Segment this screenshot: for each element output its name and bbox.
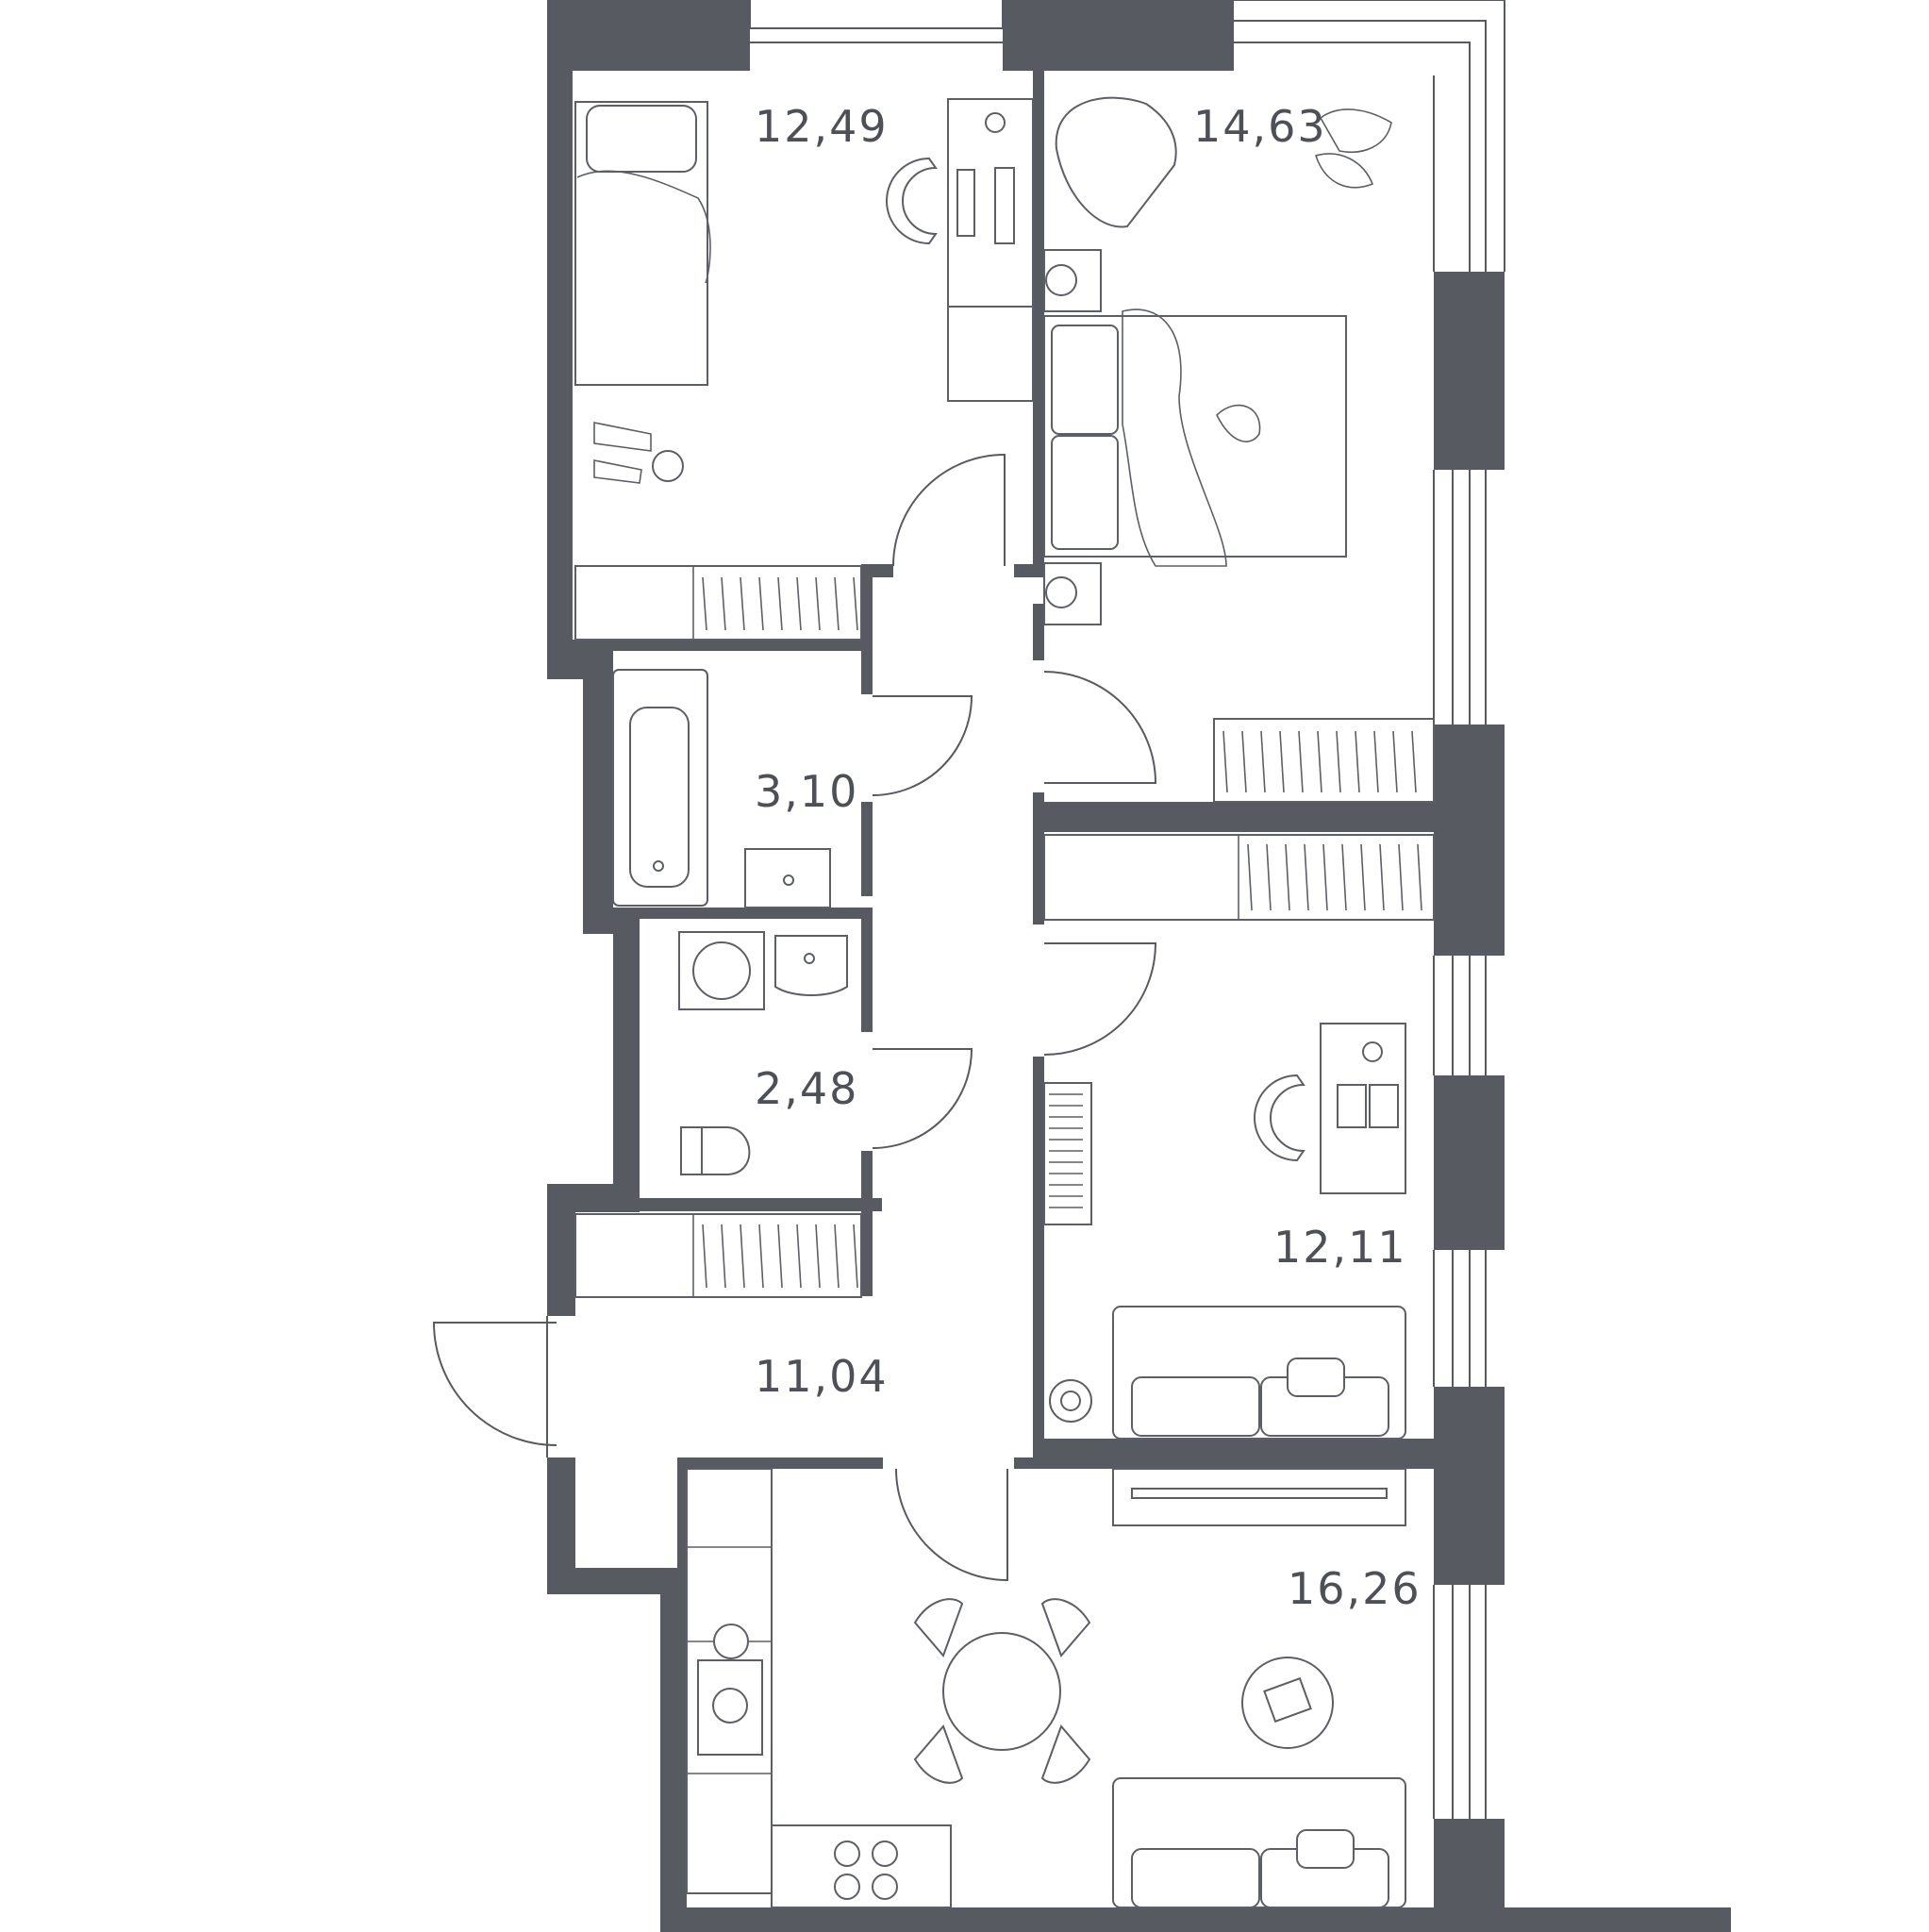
hanger-stroke: [815, 576, 821, 631]
hanger-stroke: [740, 576, 745, 631]
hanger-stroke: [853, 576, 858, 631]
hanger-stroke: [702, 1224, 707, 1289]
hanger-stroke: [1360, 843, 1366, 911]
hanger-stroke: [796, 576, 802, 631]
toilet: [680, 1126, 751, 1175]
washing-machine-icon: [678, 931, 765, 1010]
kitchen-counter: [686, 1468, 952, 1908]
hanger-stroke: [1398, 843, 1404, 911]
hanger-stroke: [1341, 843, 1347, 911]
skates-and-ball-icon: [593, 422, 684, 484]
hanger-stroke: [1417, 843, 1422, 911]
hanger-stroke: [721, 576, 726, 631]
coffee-table: [1241, 1657, 1334, 1749]
room-area-kitchen-living: 16,26: [1288, 1563, 1422, 1614]
hanger-stroke: [1279, 730, 1285, 793]
hanger-stroke: [1247, 843, 1253, 911]
hanger-stroke: [853, 1224, 858, 1289]
hanger-stroke: [1355, 730, 1360, 793]
hanger-stroke: [796, 1224, 802, 1289]
hanger-stroke: [1322, 843, 1328, 911]
room-area-bedroom-2: 14,63: [1193, 101, 1327, 152]
hanger-stroke: [1285, 843, 1290, 911]
sofa-bedroom-3: [1112, 1306, 1406, 1440]
hanger-stroke: [1317, 730, 1322, 793]
desk-bedroom-3: [1254, 1023, 1406, 1194]
bed-double: [1043, 308, 1347, 567]
hanger-stroke: [834, 1224, 840, 1289]
hanger-stroke: [1373, 730, 1379, 793]
room-area-hallway: 11,04: [755, 1351, 889, 1402]
room-area-wc: 2,48: [755, 1063, 858, 1114]
hanger-stroke: [740, 1224, 745, 1289]
doors: [432, 453, 1157, 1582]
hanger-stroke: [758, 1224, 764, 1289]
hanger-stroke: [1304, 843, 1309, 911]
hanger-stroke: [1260, 730, 1266, 793]
hanger-stroke: [1298, 730, 1304, 793]
wc-sink: [774, 935, 848, 996]
hanger-stroke: [1241, 730, 1247, 793]
dining-table: [913, 1598, 1091, 1784]
nightstand-top: [1043, 249, 1102, 312]
bookshelf: [1043, 1082, 1092, 1225]
hanger-stroke: [1222, 730, 1228, 793]
bed-single: [574, 101, 711, 386]
tv-unit: [1112, 1468, 1406, 1526]
bathroom-sink: [744, 848, 831, 908]
hanger-stroke: [834, 576, 840, 631]
room-labels: 12,49 14,63 3,10 2,48 12,11 11,04 16,26: [755, 101, 1422, 1614]
sofa-living: [1112, 1777, 1406, 1908]
hanger-stroke: [1411, 730, 1417, 793]
room-area-bathroom: 3,10: [755, 766, 858, 817]
wardrobes: [574, 565, 1435, 1298]
hanger-stroke: [1336, 730, 1341, 793]
hanger-stroke: [702, 576, 707, 631]
room-area-bedroom-1: 12,49: [755, 101, 889, 152]
bathtub: [612, 669, 708, 907]
armchair-icon: [1055, 96, 1177, 228]
hanger-stroke: [777, 1224, 783, 1289]
desk-bedroom-1: [886, 98, 1034, 402]
hanger-stroke: [1392, 730, 1398, 793]
interior-walls: [573, 71, 1434, 1568]
hanger-stroke: [815, 1224, 821, 1289]
hanger-stroke: [721, 1224, 726, 1289]
hanger-stroke: [777, 576, 783, 631]
nightstand-bottom: [1043, 562, 1102, 625]
room-area-bedroom-3: 12,11: [1273, 1222, 1407, 1273]
plant-icon: [1314, 108, 1392, 189]
hanger-stroke: [1266, 843, 1272, 911]
hanger-stroke: [1379, 843, 1385, 911]
side-table-icon: [1049, 1379, 1092, 1423]
windows: [546, 0, 1505, 1819]
hanger-stroke: [758, 576, 764, 631]
